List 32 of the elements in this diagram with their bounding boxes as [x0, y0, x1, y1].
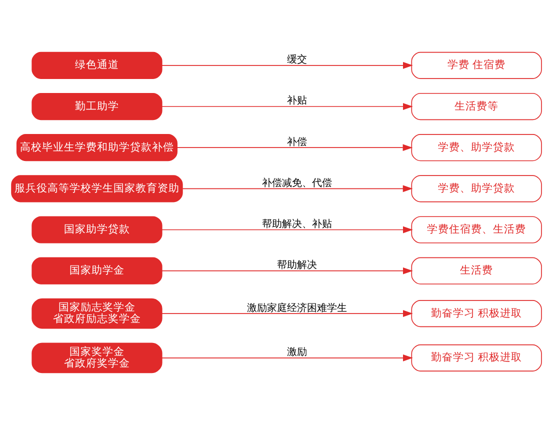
node-box: 学费、助学贷款	[411, 134, 542, 161]
node-box: 绿色通道	[32, 51, 162, 78]
arrow	[162, 266, 413, 274]
node-box: 生活费等	[411, 92, 542, 120]
arrow	[162, 102, 413, 110]
edge-label: 补偿	[287, 136, 308, 148]
arrow	[162, 226, 413, 233]
node-box: 国家助学贷款	[32, 216, 162, 243]
node-box: 国家助学金	[32, 256, 162, 284]
edge-label: 帮助解决、补贴	[262, 218, 332, 230]
edge-label: 补偿减免、代偿	[262, 177, 332, 188]
node-box: 勤奋学习 积极进取	[411, 344, 542, 371]
arrow	[182, 184, 413, 192]
arrow	[162, 310, 413, 317]
edge-label: 激励家庭经济困难学生	[247, 302, 348, 314]
node-box: 勤工助学	[32, 92, 162, 120]
node-box: 服兵役高等学校学生国家教育资助	[11, 174, 183, 202]
edge-label: 帮助解决	[277, 260, 318, 271]
arrow	[162, 354, 413, 361]
edge-label: 补贴	[287, 95, 308, 106]
edge-label: 激励	[287, 346, 308, 358]
arrow	[176, 144, 413, 151]
node-box: 学费 住宿费	[411, 51, 542, 78]
node-box: 国家奖学金 省政府奖学金	[32, 342, 162, 373]
node-box: 国家励志奖学金 省政府励志奖学金	[32, 298, 162, 328]
node-box: 高校毕业生学费和助学贷款补偿	[16, 134, 178, 161]
node-box: 勤奋学习 积极进取	[411, 300, 542, 327]
node-box: 学费、助学贷款	[411, 174, 542, 202]
node-box: 生活费	[411, 256, 542, 284]
node-box: 学费住宿费、生活费	[411, 216, 542, 243]
arrow	[162, 61, 413, 68]
edge-label: 缓交	[287, 54, 308, 66]
